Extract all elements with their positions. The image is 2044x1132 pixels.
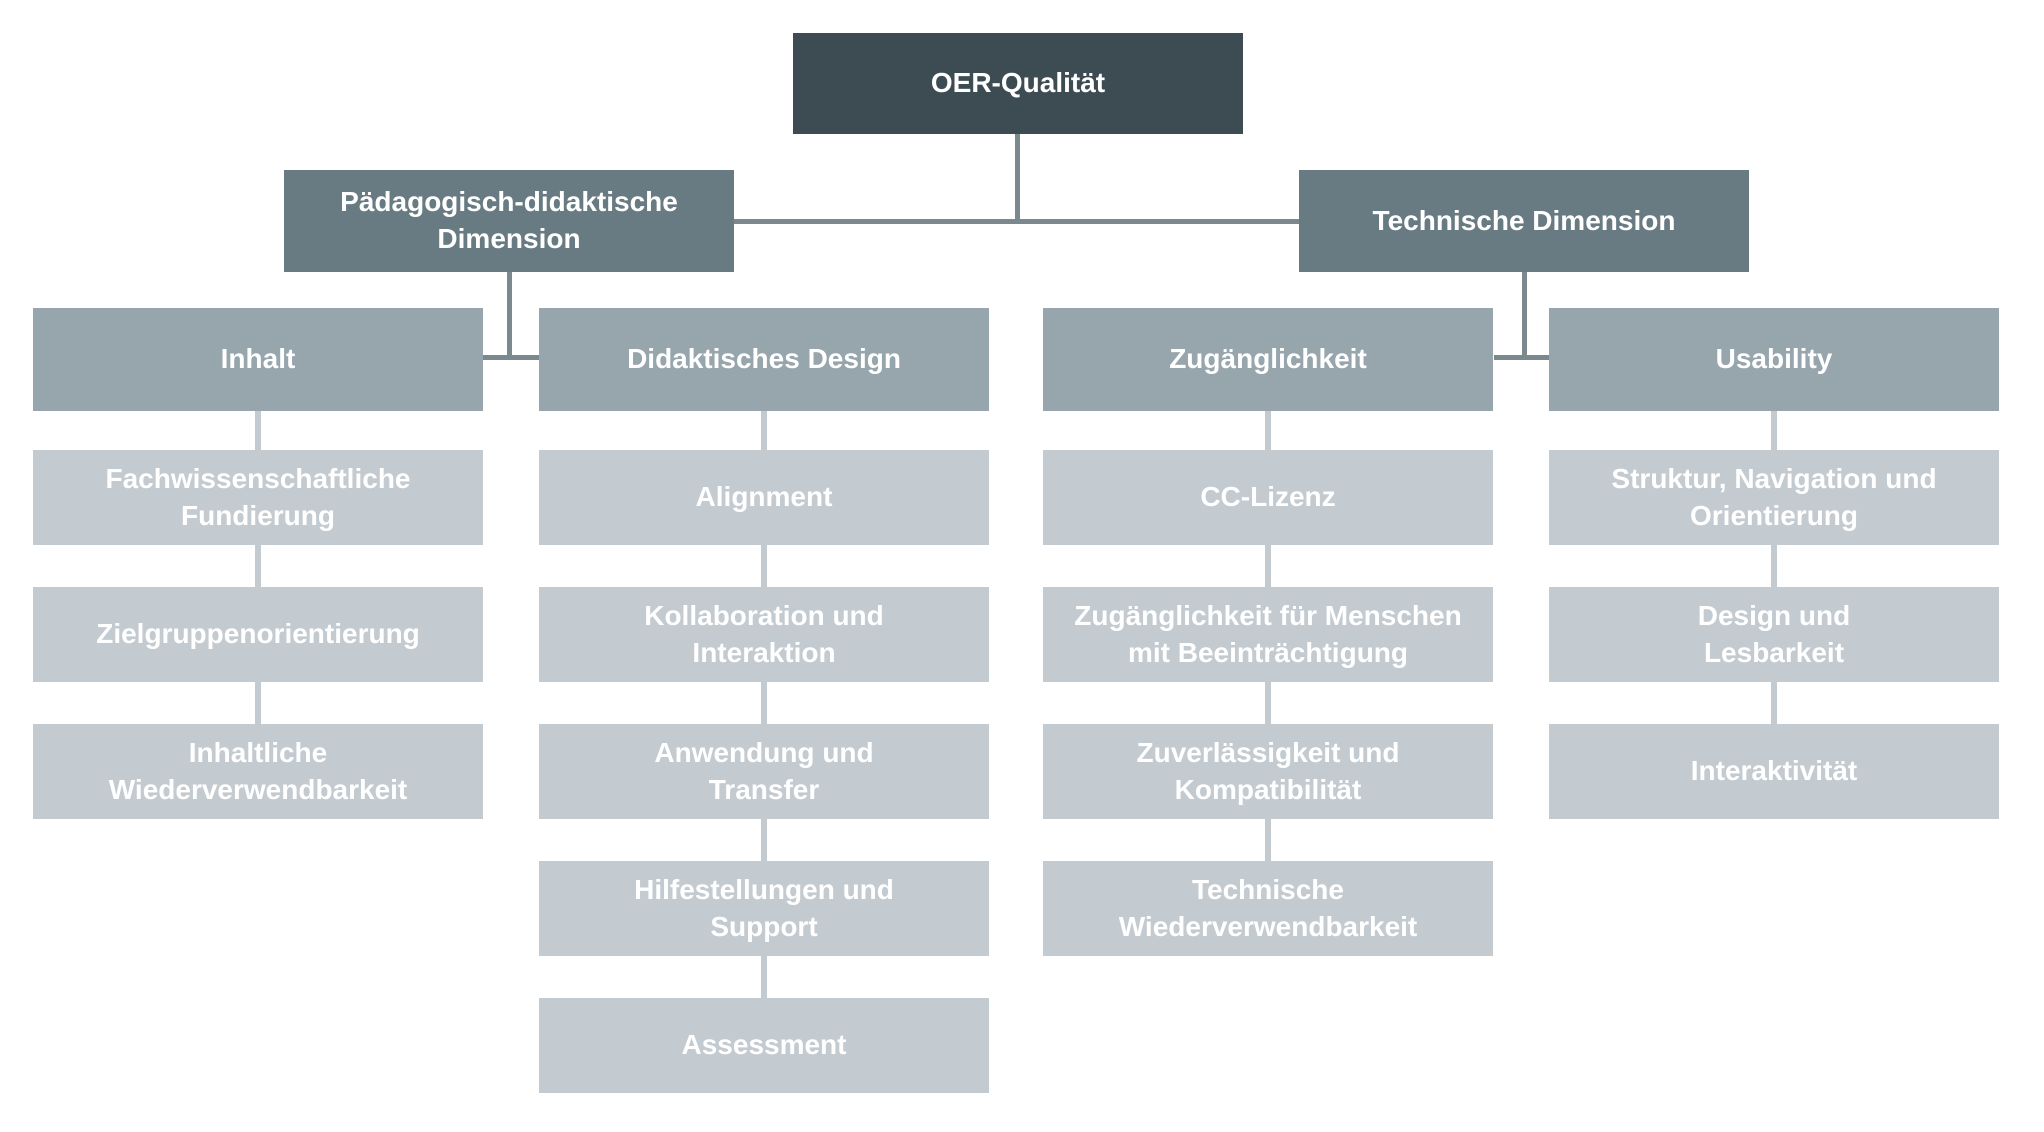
- node-cc-lizenz: CC-Lizenz: [1043, 450, 1493, 545]
- node-design-und-lesbarkeit: Design und Lesbarkeit: [1549, 587, 1999, 682]
- connector-didaktik-4: [761, 819, 767, 861]
- connector-didaktik-5: [761, 956, 767, 998]
- connector-didaktik-2: [761, 545, 767, 587]
- node-alignment: Alignment: [539, 450, 989, 545]
- node-zuverlaessigkeit-und-kompatibilitaet: Zuverlässigkeit und Kompatibilität: [1043, 724, 1493, 819]
- connector-usability-3: [1771, 682, 1777, 724]
- connector-technische-vertical: [1522, 272, 1527, 357]
- node-zugaenglichkeit-fuer-menschen: Zugänglichkeit für Menschen mit Beeinträ…: [1043, 587, 1493, 682]
- node-kollaboration-und-interaktion: Kollaboration und Interaktion: [539, 587, 989, 682]
- connector-zugaenglichkeit-1: [1265, 411, 1271, 450]
- node-hilfestellungen-und-support: Hilfestellungen und Support: [539, 861, 989, 956]
- connector-usability-1: [1771, 411, 1777, 450]
- node-interaktivitaet: Interaktivität: [1549, 724, 1999, 819]
- connector-didaktik-1: [761, 411, 767, 450]
- connector-didaktik-3: [761, 682, 767, 724]
- connector-paedagogisch-horizontal: [483, 355, 539, 360]
- connector-root-vertical: [1015, 134, 1020, 221]
- connector-inhalt-2: [255, 545, 261, 587]
- node-header-zugaenglichkeit: Zugänglichkeit: [1043, 308, 1493, 411]
- connector-zugaenglichkeit-4: [1265, 819, 1271, 861]
- connector-zugaenglichkeit-2: [1265, 545, 1271, 587]
- node-fachwissenschaftliche-fundierung: Fachwissenschaftliche Fundierung: [33, 450, 483, 545]
- connector-inhalt-1: [255, 411, 261, 450]
- node-anwendung-und-transfer: Anwendung und Transfer: [539, 724, 989, 819]
- node-zielgruppenorientierung: Zielgruppenorientierung: [33, 587, 483, 682]
- connector-technische-horizontal: [1494, 355, 1549, 360]
- node-header-usability: Usability: [1549, 308, 1999, 411]
- connector-root-horizontal: [734, 219, 1299, 224]
- node-struktur-navigation-orientierung: Struktur, Navigation und Orientierung: [1549, 450, 1999, 545]
- connector-zugaenglichkeit-3: [1265, 682, 1271, 724]
- node-header-didaktisches-design: Didaktisches Design: [539, 308, 989, 411]
- node-paedagogisch-didaktische-dimension: Pädagogisch-didaktische Dimension: [284, 170, 734, 272]
- node-oer-qualitaet: OER-Qualität: [793, 33, 1243, 134]
- connector-paedagogisch-vertical: [507, 272, 512, 357]
- node-technische-dimension: Technische Dimension: [1299, 170, 1749, 272]
- connector-usability-2: [1771, 545, 1777, 587]
- node-technische-wiederverwendbarkeit: Technische Wiederverwendbarkeit: [1043, 861, 1493, 956]
- node-inhaltliche-wiederverwendbarkeit: Inhaltliche Wiederverwendbarkeit: [33, 724, 483, 819]
- node-header-inhalt: Inhalt: [33, 308, 483, 411]
- node-assessment: Assessment: [539, 998, 989, 1093]
- connector-inhalt-3: [255, 682, 261, 724]
